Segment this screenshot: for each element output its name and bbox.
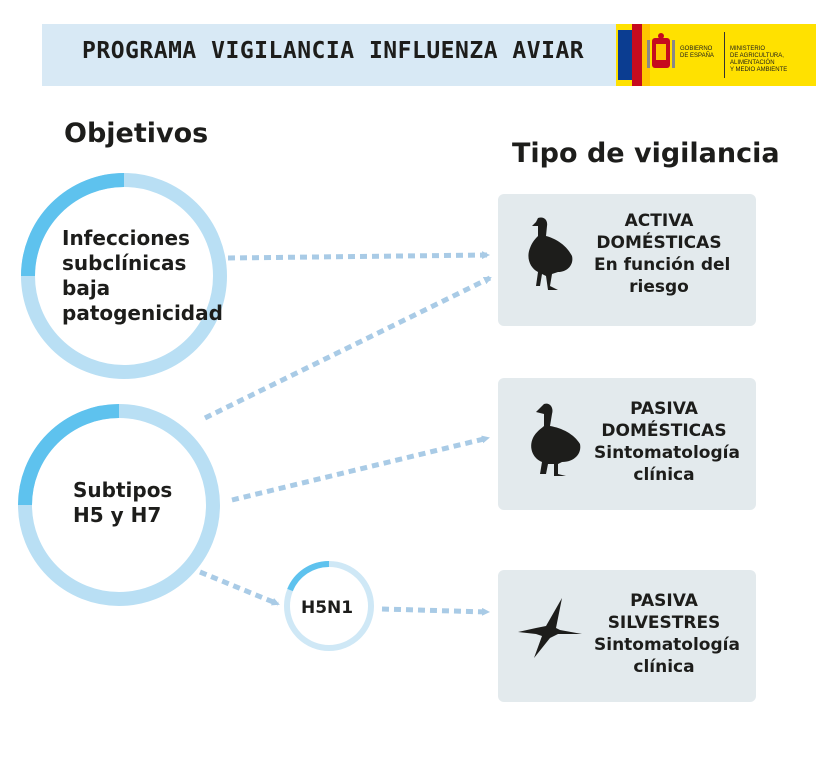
coat-of-arms-icon — [647, 33, 675, 68]
flying-bird-icon — [518, 598, 582, 658]
arrow-subtypes-to-activa — [203, 275, 492, 421]
box3-line1: PASIVA — [630, 591, 698, 611]
spain-flag-icon — [632, 24, 642, 86]
box3-line2: SILVESTRES — [607, 613, 721, 633]
eu-flag-icon — [618, 30, 632, 80]
spain-flag-yellow — [642, 24, 650, 86]
subtypes-ring — [18, 404, 220, 606]
header-banner: PROGRAMA VIGILANCIA INFLUENZA AVIAR GOBI… — [42, 24, 816, 86]
arrow-subtypes-to-pasiva-domesticas — [231, 435, 490, 503]
box3-line4: clínica — [633, 657, 695, 677]
gov-line-1: GOBIERNO — [680, 46, 713, 52]
government-logo: GOBIERNO DE ESPAÑA MINISTERIO DE AGRICUL… — [616, 24, 816, 86]
box1-line1: ACTIVA — [624, 211, 694, 231]
box2-line1: PASIVA — [630, 399, 698, 419]
gov-line-2: DE ESPAÑA — [680, 53, 714, 59]
box2-line2: DOMÉSTICAS — [601, 421, 727, 441]
surveillance-type-title: Tipo de vigilancia — [512, 138, 780, 169]
ministry-line-2: DE AGRICULTURA, ALIMENTACIÓN — [730, 53, 784, 66]
h5n1-label: H5N1 — [301, 598, 354, 618]
infections-label: Infecciones subclínicas baja patogenicid… — [62, 226, 223, 325]
box2-line3: Sintomatología — [594, 443, 740, 463]
box1-line3: En función del — [594, 255, 731, 275]
surveillance-box-activa-domesticas: ACTIVA DOMÉSTICAS En función del riesgo — [498, 194, 756, 326]
duck-icon — [528, 217, 573, 290]
box1-line4: riesgo — [629, 277, 689, 297]
ministry-line-3: Y MEDIO AMBIENTE — [730, 67, 788, 73]
h5n1-ring — [284, 560, 374, 651]
surveillance-box-pasiva-domesticas: PASIVA DOMÉSTICAS Sintomatología clínica — [498, 378, 756, 510]
objectives-title: Objetivos — [64, 118, 209, 149]
arrow-infections-to-activa — [227, 251, 490, 261]
program-title: PROGRAMA VIGILANCIA INFLUENZA AVIAR — [82, 38, 585, 64]
arrow-subtypes-to-h5n1 — [199, 569, 280, 607]
ministry-line-1: MINISTERIO — [730, 46, 766, 52]
box3-line3: Sintomatología — [594, 635, 740, 655]
subtypes-label: Subtipos H5 y H7 — [73, 478, 173, 527]
surveillance-box-pasiva-silvestres: PASIVA SILVESTRES Sintomatología clínica — [498, 570, 756, 702]
gov-text: GOBIERNO DE ESPAÑA — [680, 46, 714, 60]
box1-line2: DOMÉSTICAS — [596, 233, 722, 253]
box2-line4: clínica — [633, 465, 695, 485]
infections-ring — [21, 173, 227, 379]
logo-divider — [724, 32, 725, 78]
ministry-text: MINISTERIO DE AGRICULTURA, ALIMENTACIÓN … — [730, 46, 816, 74]
arrow-h5n1-to-pasiva-silvestres — [381, 606, 490, 616]
goose-icon — [531, 403, 581, 476]
